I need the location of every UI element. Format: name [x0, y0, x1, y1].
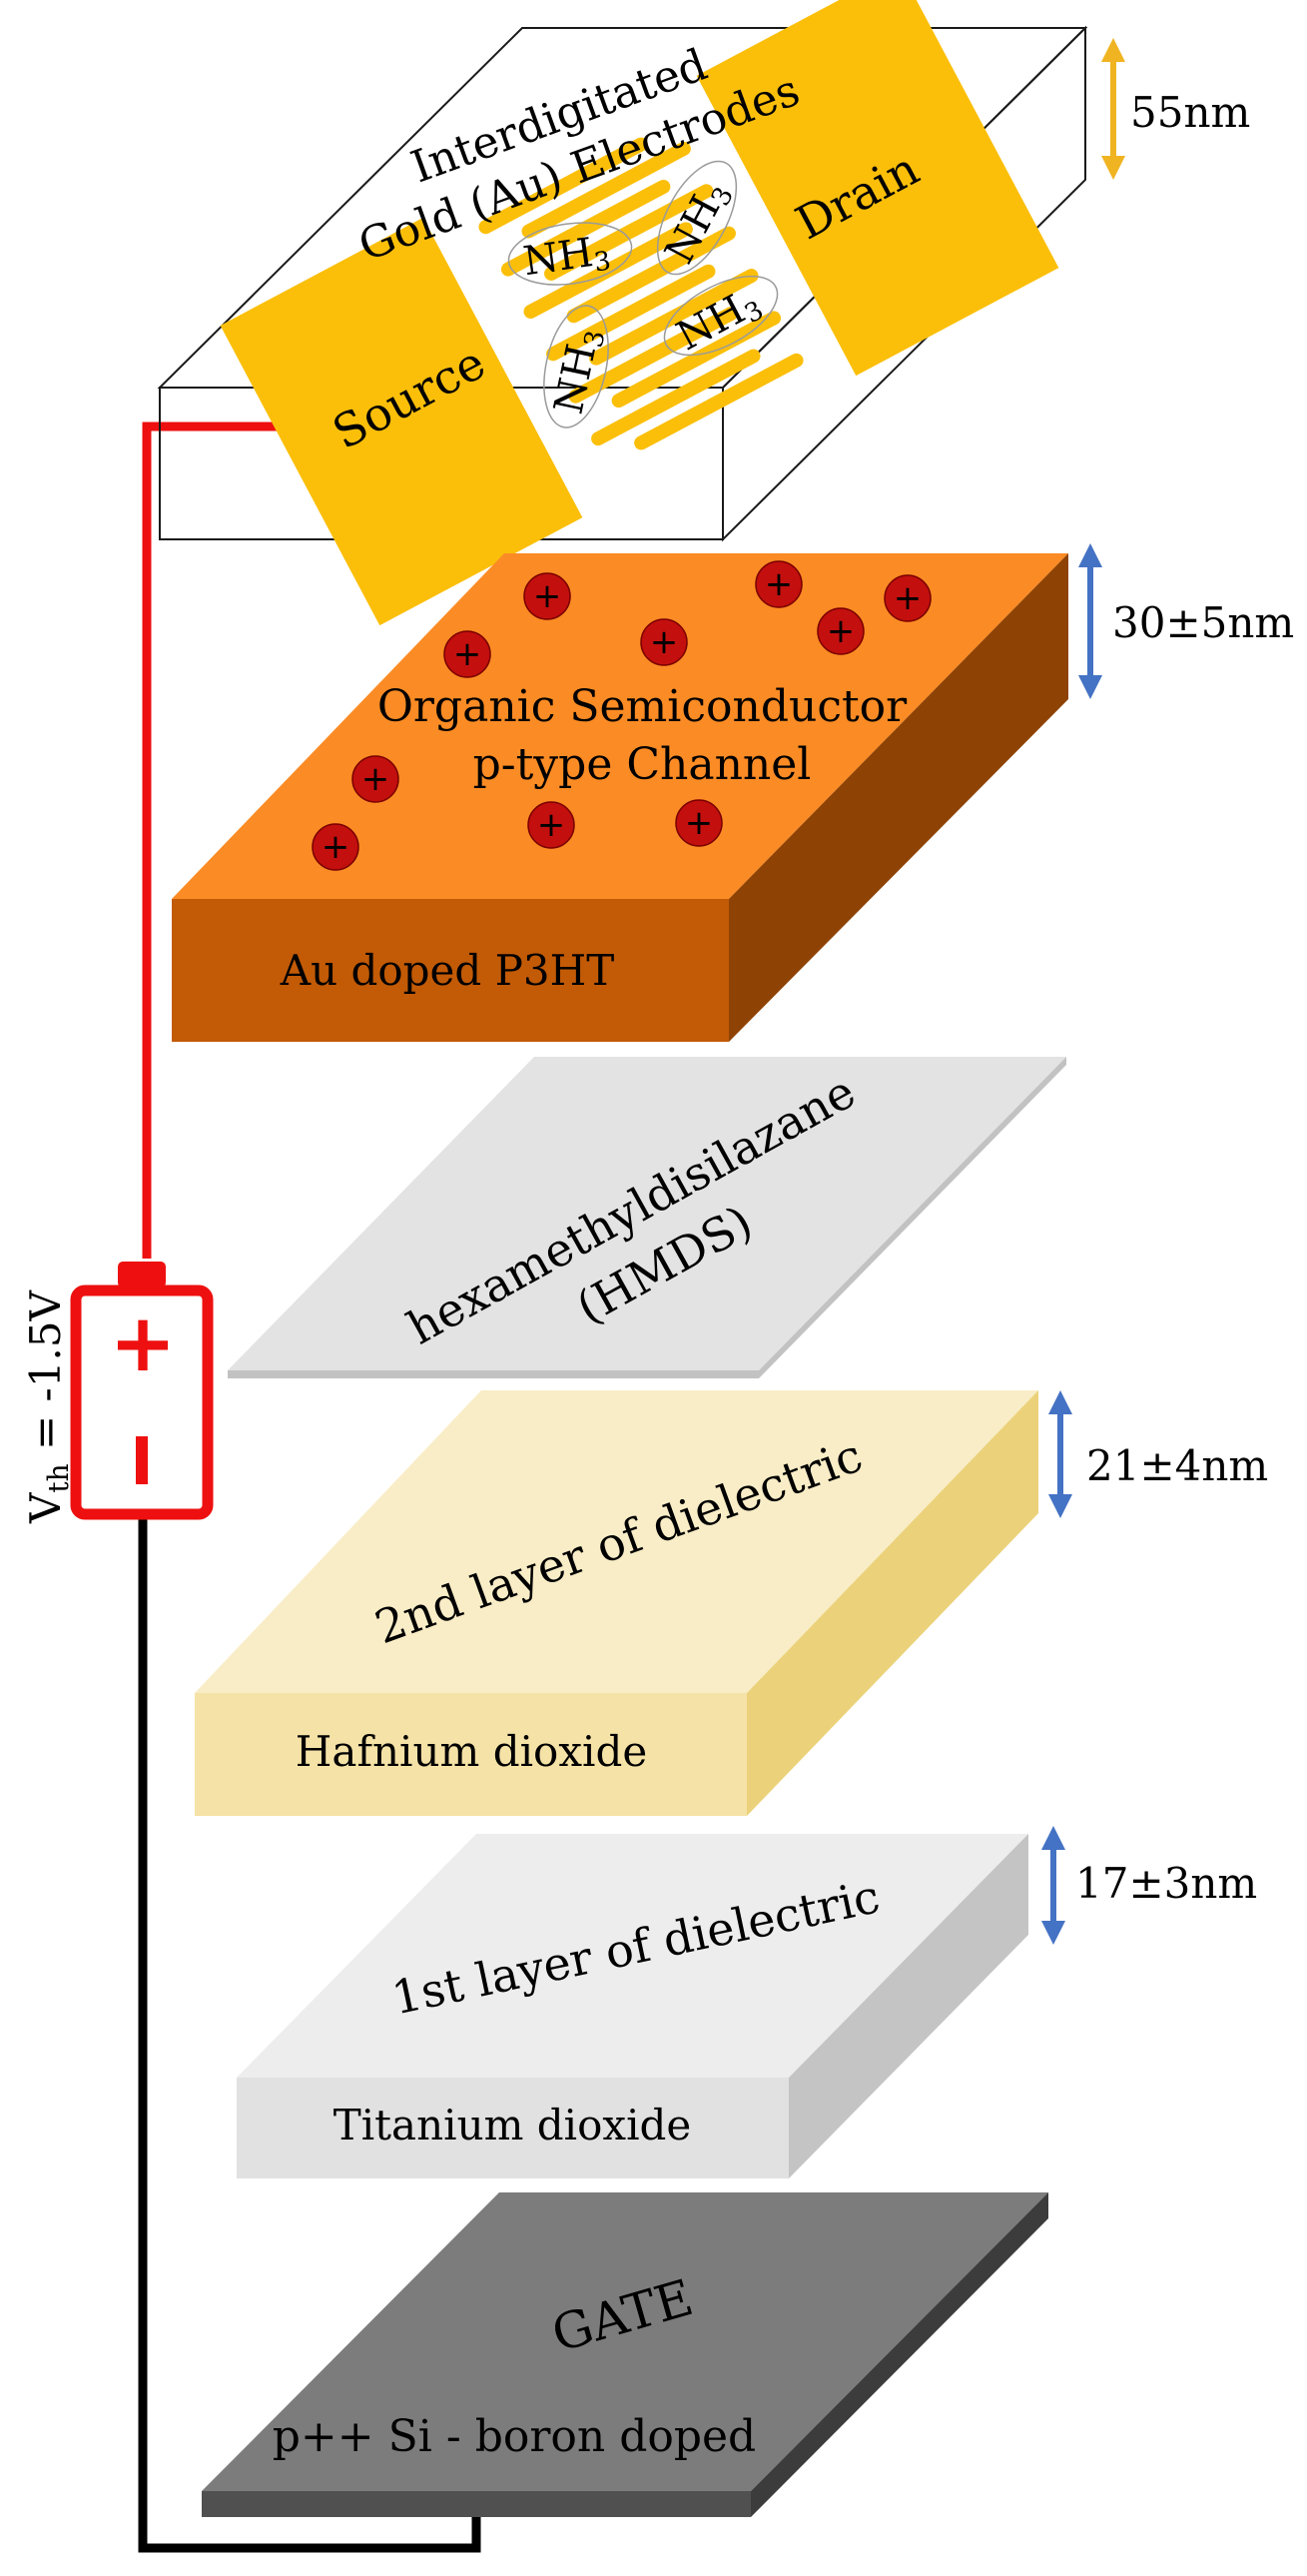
circuit-wires [138, 422, 481, 2553]
hole-marker: + [884, 574, 932, 622]
hole-marker: + [527, 801, 575, 849]
vth-value: = -1.5V [21, 1289, 70, 1463]
drain-pad [696, 0, 1059, 377]
osc-label-line1: Organic Semiconductor [377, 681, 908, 732]
gate-material-label: p++ Si - boron doped [273, 2411, 756, 2462]
hole-symbol: + [685, 803, 714, 843]
nh3-molecule: NH3 [507, 222, 633, 289]
vth-prefix: V [21, 1492, 70, 1524]
battery-minus-symbol [136, 1436, 148, 1484]
hafnium-dioxide-layer: 2nd layer of dielectric Hafnium dioxide … [195, 1390, 1268, 1816]
hmds-layer: hexamethyldisilazane (HMDS) [228, 1057, 1066, 1378]
battery-body [70, 1285, 214, 1520]
hole-marker: + [312, 823, 359, 871]
hfo2-front-face [195, 1693, 747, 1816]
electrode-layer: Source Drain NH3 NH3 NH3 NH3 Interdigita… [157, 0, 1250, 626]
osc-label-line2: p-type Channel [473, 739, 812, 790]
tio2-side-face [789, 1834, 1028, 2178]
vth-subscript: th [42, 1463, 75, 1492]
osc-side-face [729, 553, 1068, 1042]
titanium-dioxide-layer: 1st layer of dielectric Titanium dioxide… [237, 1826, 1257, 2178]
organic-semiconductor-layer: + + + + + + + + + + Organic Semiconductor p-type … [172, 543, 1294, 1042]
gate-front-face [202, 2491, 751, 2517]
hole-symbol: + [894, 578, 923, 618]
battery-terminal [118, 1262, 166, 1288]
tio2-top-face [237, 1834, 1028, 2078]
hole-marker: + [640, 618, 688, 666]
hole-symbol: + [765, 564, 794, 604]
hole-symbol: + [361, 759, 390, 799]
hole-marker: + [523, 572, 571, 620]
hole-marker: + [351, 755, 399, 803]
hole-symbol: + [533, 576, 562, 616]
gate-side-face [751, 2192, 1048, 2517]
positive-wire [142, 422, 334, 1259]
nh3-sub: 3 [592, 247, 613, 279]
hole-marker: + [443, 630, 491, 678]
hole-marker: + [675, 799, 723, 847]
nh3-base: NH [520, 230, 596, 285]
hole-symbol: + [453, 634, 482, 674]
battery-plus-symbol: + [109, 1296, 176, 1389]
gate-top-face [202, 2192, 1048, 2491]
hole-symbol: + [827, 611, 856, 651]
osc-material-label: Au doped P3HT [280, 946, 615, 995]
hole-marker: + [755, 560, 803, 608]
hfo2-top-face [195, 1390, 1038, 1693]
hfo2-thickness-label: 21±4nm [1086, 1441, 1268, 1490]
nh3-molecule: NH3 [663, 275, 779, 360]
threshold-voltage-label: Vth = -1.5V [21, 1289, 75, 1524]
hmds-top-face [228, 1057, 1066, 1370]
hmds-front-edge [228, 1370, 759, 1378]
hfo2-side-face [747, 1390, 1038, 1816]
hole-markers: + + + + + + + + + + [312, 560, 932, 871]
hole-symbol: + [322, 827, 350, 867]
electrode-thickness-label: 55nm [1130, 88, 1250, 137]
nh3-sub: 3 [579, 328, 612, 350]
osc-front-face [172, 899, 729, 1042]
gate-layer: GATE p++ Si - boron doped [202, 2192, 1048, 2517]
battery: + [70, 1262, 214, 1520]
hole-marker: + [817, 607, 865, 655]
osc-thickness-label: 30±5nm [1112, 598, 1294, 647]
tio2-front-face [237, 2078, 789, 2178]
negative-wire [138, 1518, 481, 2553]
source-pad [220, 217, 583, 626]
nh3-base: NH [669, 287, 752, 360]
hmds-side-edge [759, 1057, 1066, 1378]
tio2-thickness-label: 17±3nm [1075, 1859, 1257, 1908]
tio2-material-label: Titanium dioxide [333, 2101, 692, 2149]
hole-symbol: + [537, 805, 566, 845]
interdigitated-fingers [478, 137, 804, 450]
hole-symbol: + [650, 622, 679, 662]
hfo2-material-label: Hafnium dioxide [296, 1727, 647, 1776]
svg-text:NH3: NH3 [520, 228, 612, 289]
